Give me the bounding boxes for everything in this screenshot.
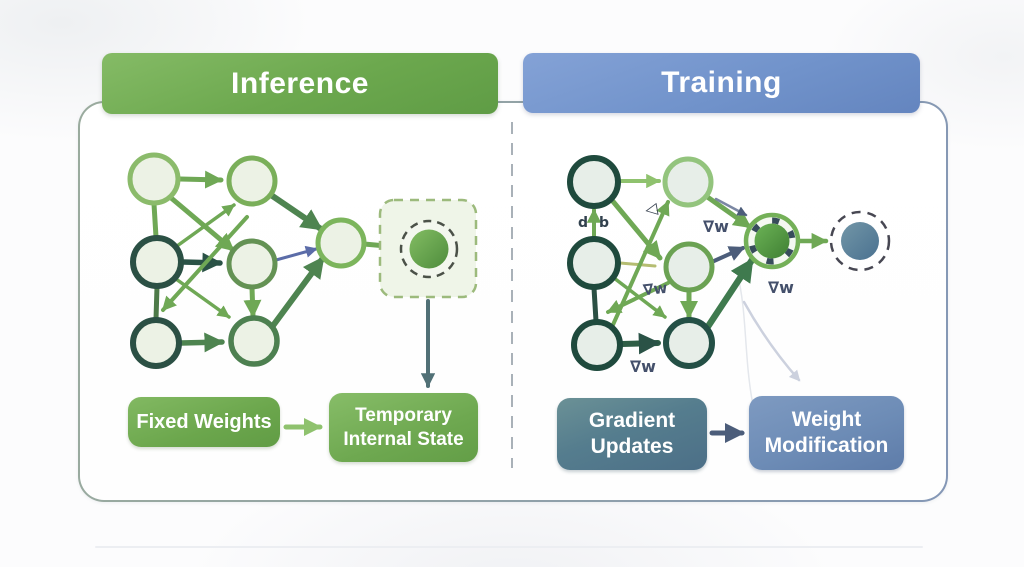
training-title: Training [661,66,782,99]
weight-modification-label: Weight Modification [749,396,904,470]
db-annotation-b: b [599,215,609,231]
modified-weight-ball [841,222,879,260]
to-weight-modification-arrow [742,300,801,382]
inference-header: Inference [102,53,498,114]
temporary-internal-state-label: Temporary Internal State [329,393,478,462]
inference-hidden-node-2 [226,238,278,290]
inference-output-node [315,217,367,269]
training-nodes [567,155,715,371]
grad-w-output: ∇w [768,278,794,297]
internal-state-box [378,198,478,388]
training-header: Training [523,53,920,113]
panel-divider [511,122,513,468]
internal-state-ball [409,229,449,269]
training-hidden-node-1 [662,156,714,208]
weight-modification-line2: Modification [764,434,889,457]
inference-hidden-node-1 [226,155,278,207]
inference-hidden-node-3 [228,315,280,367]
training-input-node-2 [567,236,621,290]
gradient-updates-line1: Gradient [588,409,676,433]
gradient-updates-line2: Updates [590,435,674,458]
weight-modification-line1: Weight [791,408,862,432]
gradient-updates-label: Gradient Updates [557,398,707,470]
db-annotation-d: d [578,215,588,231]
triangle-annotation: ◁ [643,198,660,219]
inference-edges [151,170,412,353]
inference-input-node-1 [127,152,181,206]
training-hidden-node-2 [663,241,715,293]
training-annotations: d b ◁ ∇w ∇w ∇w ∇w [578,198,794,376]
grad-w-top: ∇w [703,217,729,236]
temp-state-line2: Internal State [343,428,464,450]
inference-input-node-3 [130,317,182,369]
inference-nodes [127,152,367,369]
training-input-node-1 [567,155,621,209]
training-output-ball [754,223,790,259]
grad-w-mid: ∇w [642,279,668,299]
fixed-weights-text: Fixed Weights [136,410,272,433]
weight-update-marks [748,217,796,265]
temp-state-line1: Temporary [355,405,452,427]
training-network: d b ◁ ∇w ∇w ∇w ∇w [567,155,891,469]
fixed-weights-label: Fixed Weights [128,397,280,447]
training-hidden-node-3 [663,317,715,369]
training-output-node [743,212,801,270]
inference-input-node-2 [130,235,184,289]
modified-weight-node [829,210,891,272]
grad-w-bottom: ∇w [630,357,656,376]
inference-title: Inference [231,66,369,100]
training-input-node-3 [571,319,623,371]
inference-network [127,152,478,437]
footer-divider-line [95,546,923,548]
